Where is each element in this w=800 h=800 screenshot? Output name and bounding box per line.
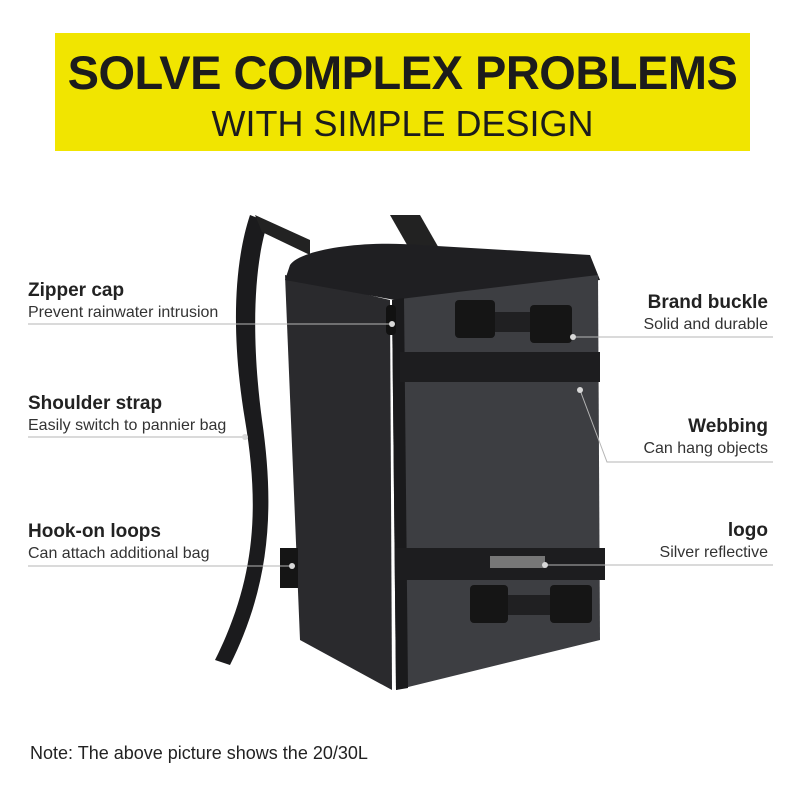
shoulder-strap <box>215 215 269 665</box>
upper-webbing <box>400 352 600 382</box>
bag-side <box>285 275 392 690</box>
feature-title: Hook-on loops <box>28 521 161 542</box>
feature-hook-on-loops: Hook-on loops Can attach additional bag <box>28 521 209 565</box>
feature-description: Solid and durable <box>643 316 768 333</box>
feature-title: Brand buckle <box>647 292 768 313</box>
headline-subtitle: WITH SIMPLE DESIGN <box>211 103 594 144</box>
feature-description: Can hang objects <box>643 440 768 457</box>
feature-title: Zipper cap <box>28 280 125 301</box>
feature-shoulder-strap: Shoulder strap Easily switch to pannier … <box>28 393 226 437</box>
size-note: Note: The above picture shows the 20/30L <box>30 743 368 763</box>
feature-webbing: Webbing Can hang objects <box>643 416 768 460</box>
feature-title: Shoulder strap <box>28 393 163 414</box>
feature-zipper-cap: Zipper cap Prevent rainwater intrusion <box>28 280 218 324</box>
leader-lines <box>28 323 773 567</box>
feature-description: Can attach additional bag <box>28 545 210 562</box>
feature-logo: logo Silver reflective <box>660 520 768 564</box>
feature-title: logo <box>727 520 768 541</box>
feature-description: Prevent rainwater intrusion <box>28 304 219 321</box>
feature-title: Webbing <box>688 416 768 437</box>
reflective-logo <box>490 556 545 568</box>
hook-on-loop <box>280 548 298 588</box>
brand-buckle-top <box>455 300 495 338</box>
headline-title: SOLVE COMPLEX PROBLEMS <box>67 46 738 99</box>
feature-description: Silver reflective <box>659 544 768 561</box>
feature-description: Easily switch to pannier bag <box>28 417 227 434</box>
zipper-cap <box>386 305 396 335</box>
feature-brand-buckle: Brand buckle Solid and durable <box>643 292 768 336</box>
headline-banner: SOLVE COMPLEX PROBLEMS WITH SIMPLE DESIG… <box>55 33 750 151</box>
